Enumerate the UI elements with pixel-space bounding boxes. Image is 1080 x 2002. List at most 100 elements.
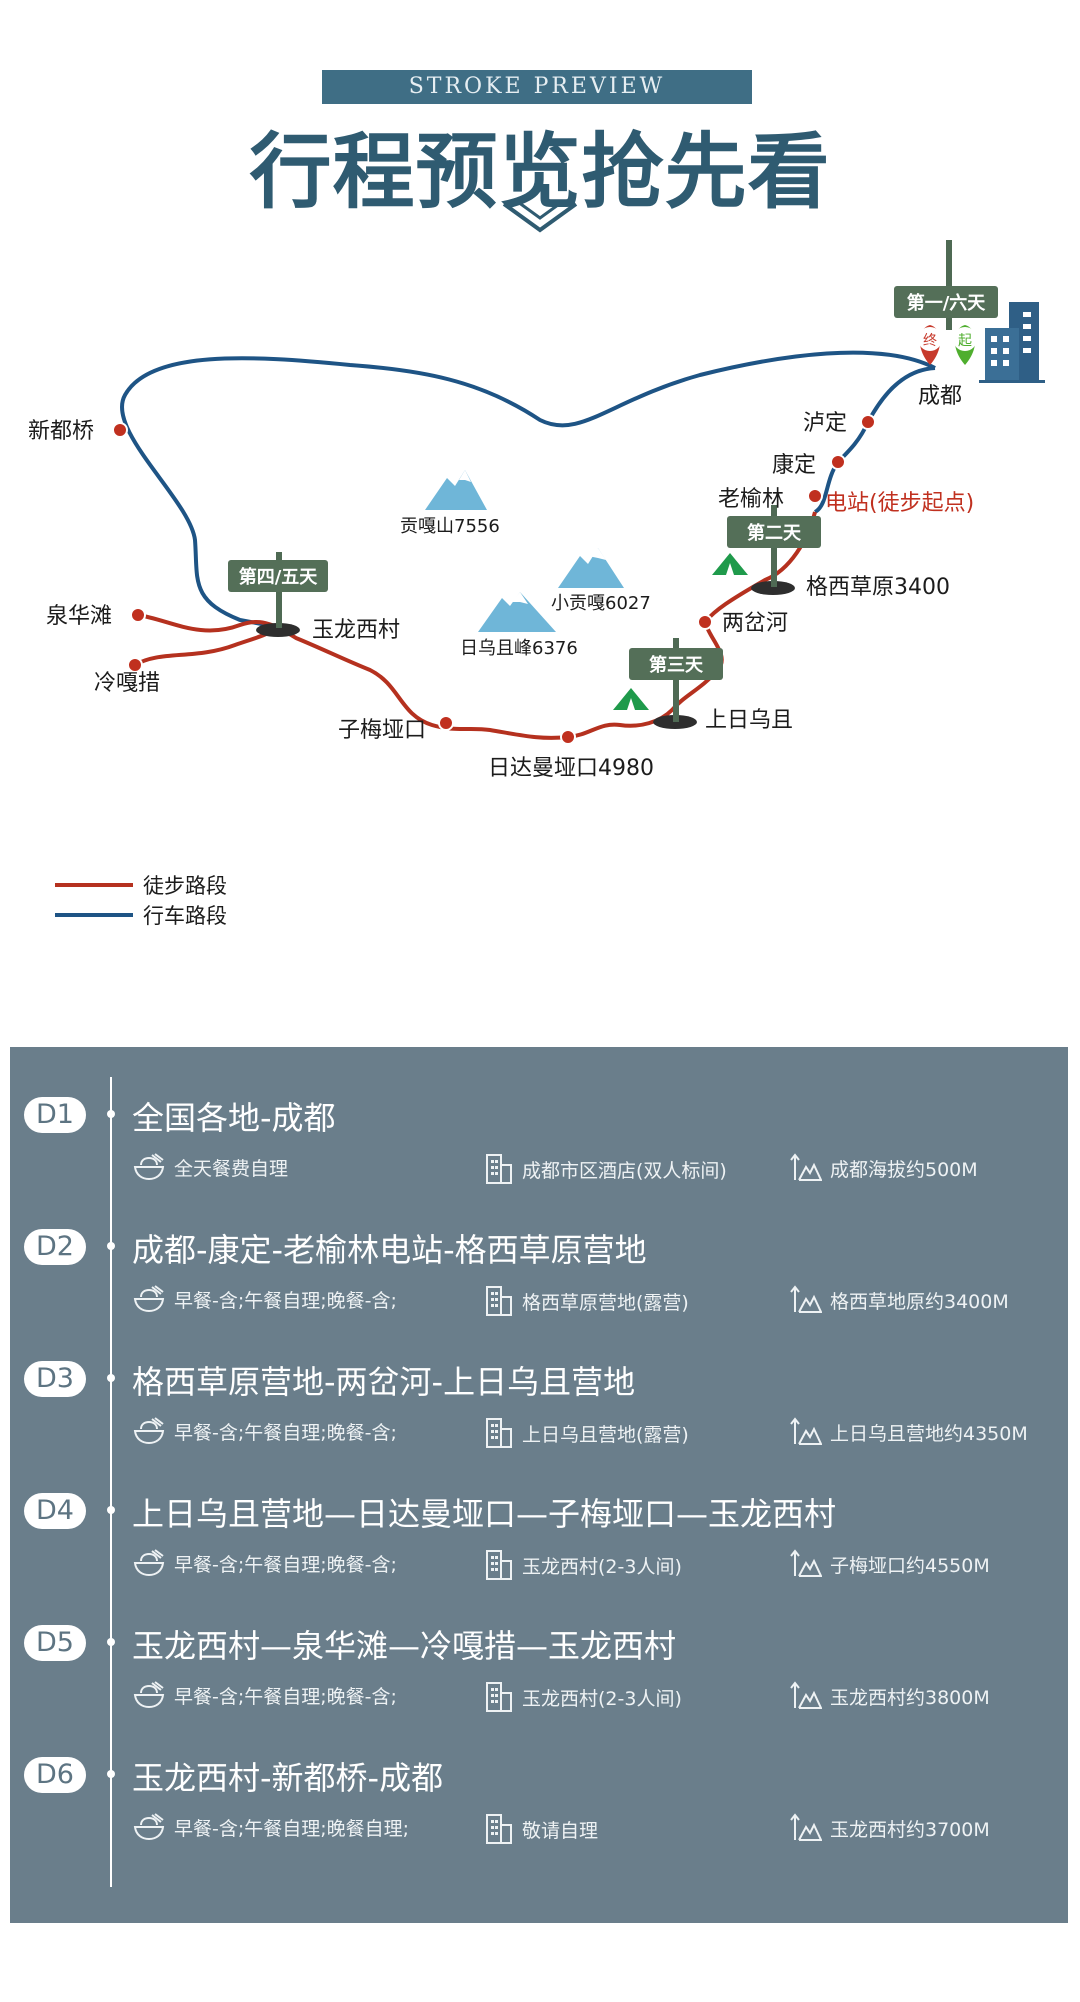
label-quanhuatan: 泉华滩	[46, 604, 112, 629]
hotel-building-icon	[486, 1154, 512, 1184]
label-xiaogongga: 小贡嘎6027	[551, 593, 651, 614]
itinerary-day: D3 格西草原营地-两岔河-上日乌且营地 早餐-含;午餐自理;晚餐-含; 上日乌…	[10, 1343, 1068, 1475]
label-laoyulin: 老榆林	[718, 487, 784, 512]
point-ridaman	[560, 729, 576, 745]
driving-route-kangding	[813, 366, 936, 514]
timeline-dot	[107, 1770, 115, 1778]
stay-text: 玉龙西村(2-3人间)	[522, 1555, 682, 1578]
day-badge: D6	[24, 1757, 86, 1793]
point-luding	[860, 414, 876, 430]
sign-day1-6-label: 第一/六天	[907, 292, 987, 314]
altitude-mountain-icon	[790, 1813, 822, 1841]
day-title: 成都-康定-老榆林电站-格西草原营地	[132, 1231, 647, 1269]
label-kangding: 康定	[772, 453, 816, 478]
point-quanhuatan	[130, 607, 146, 623]
meal-bowl-icon	[133, 1285, 165, 1313]
altitude-text: 子梅垭口约4550M	[830, 1554, 990, 1577]
mountain-icon	[425, 470, 487, 510]
altitude-text: 上日乌且营地约4350M	[830, 1422, 1028, 1445]
altitude-text: 成都海拔约500M	[830, 1158, 978, 1181]
map-legend: 徒步路段 行车路段	[55, 870, 227, 930]
header-banner: STROKE PREVIEW	[322, 70, 752, 104]
point-liangchahe	[697, 614, 713, 630]
legend-driving-line	[55, 913, 133, 917]
timeline-line	[110, 1077, 112, 1887]
hotel-building-icon	[486, 1550, 512, 1580]
meal-bowl-icon	[133, 1417, 165, 1445]
point-lengga	[127, 657, 143, 673]
day-badge: D4	[24, 1493, 86, 1529]
stay-text: 成都市区酒店(双人标间)	[522, 1159, 727, 1182]
hotel-building-icon	[486, 1682, 512, 1712]
label-chengdu: 成都	[918, 384, 962, 409]
stay-info: 上日乌且营地(露营)	[484, 1417, 689, 1449]
label-lengga: 冷嘎措	[94, 671, 160, 696]
stay-info: 格西草原营地(露营)	[484, 1285, 689, 1317]
stay-text: 格西草原营地(露营)	[522, 1291, 689, 1314]
day-badge: D1	[24, 1097, 86, 1133]
start-marker-label: 起	[958, 333, 972, 349]
route-map: 第一/六天 第二天 第三天 第四/五天 终 起	[28, 240, 1045, 781]
sign-day2: 第二天	[727, 505, 821, 587]
mountain-icon	[558, 548, 624, 588]
label-riwuqie: 日乌且峰6376	[460, 638, 578, 659]
label-shangriwuqie: 上日乌且	[705, 708, 793, 733]
meal-bowl-icon	[133, 1153, 165, 1181]
itinerary-day: D1 全国各地-成都 全天餐费自理 成都市区酒店(双人标间)	[10, 1079, 1068, 1211]
timeline-dot	[107, 1506, 115, 1514]
meal-text: 早餐-含;午餐自理;晚餐-含;	[174, 1289, 397, 1312]
meal-text: 全天餐费自理	[174, 1157, 289, 1180]
driving-route	[120, 350, 936, 629]
page-title: 行程预览抢先看	[249, 125, 831, 220]
legend-driving-label: 行车路段	[143, 904, 227, 928]
sign-day2-label: 第二天	[747, 522, 802, 544]
start-marker-icon: 起	[953, 325, 977, 365]
point-kangding	[830, 454, 846, 470]
meal-info: 早餐-含;午餐自理;晚餐-含;	[132, 1681, 397, 1709]
stay-info: 玉龙西村(2-3人间)	[484, 1681, 682, 1713]
altitude-mountain-icon	[790, 1417, 822, 1445]
day-badge: D5	[24, 1625, 86, 1661]
route-points	[112, 414, 876, 745]
meal-text: 早餐-含;午餐自理;晚餐-含;	[174, 1553, 397, 1576]
chevron-down-icon	[502, 200, 578, 233]
stay-text: 玉龙西村(2-3人间)	[522, 1687, 682, 1710]
legend-driving: 行车路段	[55, 900, 227, 930]
sign-day4-5-label: 第四/五天	[239, 566, 319, 588]
tent-icon	[712, 553, 748, 575]
itinerary-day: D2 成都-康定-老榆林电站-格西草原营地 早餐-含;午餐自理;晚餐-含; 格西…	[10, 1211, 1068, 1343]
itinerary-day: D4 上日乌且营地—日达曼垭口—子梅垭口—玉龙西村 早餐-含;午餐自理;晚餐-含…	[10, 1475, 1068, 1607]
hotel-building-icon	[486, 1418, 512, 1448]
label-xindu: 新都桥	[28, 419, 94, 444]
label-luding: 泸定	[803, 411, 847, 436]
camp-base-yulongxi	[256, 623, 300, 637]
altitude-mountain-icon	[790, 1285, 822, 1313]
stay-info: 敬请自理	[484, 1813, 598, 1845]
meal-info: 早餐-含;午餐自理;晚餐-含;	[132, 1417, 397, 1445]
meal-info: 全天餐费自理	[132, 1153, 288, 1181]
itinerary-panel: D1 全国各地-成都 全天餐费自理 成都市区酒店(双人标间)	[10, 1047, 1068, 1923]
camp-base-gexi	[751, 581, 795, 595]
hotel-building-icon	[486, 1814, 512, 1844]
altitude-info: 上日乌且营地约4350M	[790, 1417, 1028, 1447]
day-badge: D3	[24, 1361, 86, 1397]
hiking-route-lengga	[133, 625, 280, 667]
legend-hiking: 徒步路段	[55, 870, 227, 900]
itinerary-day: D5 玉龙西村—泉华滩—冷嘎措—玉龙西村 早餐-含;午餐自理;晚餐-含; 玉龙西…	[10, 1607, 1068, 1739]
altitude-text: 玉龙西村约3700M	[830, 1818, 990, 1841]
altitude-info: 玉龙西村约3800M	[790, 1681, 990, 1711]
meal-text: 早餐-含;午餐自理;晚餐-含;	[174, 1685, 397, 1708]
mountain-icon	[478, 592, 556, 632]
day-title: 上日乌且营地—日达曼垭口—子梅垭口—玉龙西村	[132, 1495, 837, 1533]
altitude-info: 格西草地原约3400M	[790, 1285, 1009, 1315]
altitude-info: 成都海拔约500M	[790, 1153, 978, 1183]
tent-icon	[613, 688, 649, 710]
label-gongga: 贡嘎山7556	[400, 516, 500, 537]
altitude-info: 玉龙西村约3700M	[790, 1813, 990, 1843]
day-title: 全国各地-成都	[132, 1099, 336, 1137]
timeline-dot	[107, 1374, 115, 1382]
timeline-dot	[107, 1242, 115, 1250]
sign-day4-5: 第四/五天	[228, 552, 328, 628]
hotel-building-icon	[486, 1286, 512, 1316]
hiking-route	[276, 511, 817, 740]
